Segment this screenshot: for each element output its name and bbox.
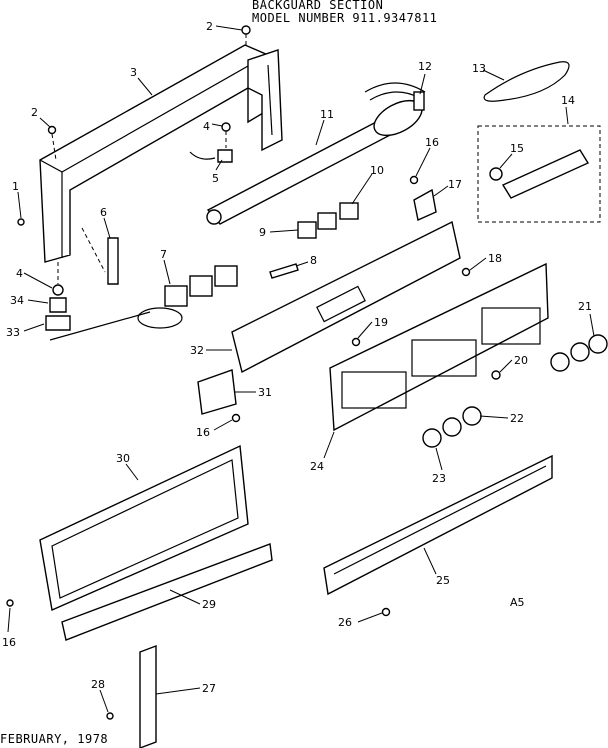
callout-31: 31 (258, 386, 272, 399)
callout-5: 5 (212, 172, 219, 185)
screw-19 (351, 337, 361, 347)
knobs-21 (550, 334, 608, 372)
strip-25 (323, 454, 553, 596)
callout-16: 16 (425, 136, 439, 149)
callout-14: 14 (561, 94, 575, 107)
callout-1: 1 (12, 180, 19, 193)
lamp-assembly (206, 82, 426, 225)
callout-11: 11 (320, 108, 334, 121)
callout-32: 32 (190, 344, 204, 357)
callout-15: 15 (510, 142, 524, 155)
revision-date: FEBRUARY, 1978 (0, 732, 109, 746)
callout-29: 29 (202, 598, 216, 611)
callout-21: 21 (578, 300, 592, 313)
screw-18 (461, 267, 471, 277)
callout-17: 17 (448, 178, 462, 191)
leader-lines (7, 25, 595, 713)
callout-2: 2 (206, 20, 213, 33)
knobs-22-23 (422, 406, 482, 448)
callout-23: 23 (432, 472, 446, 485)
screw-1 (17, 218, 25, 226)
callout-13: 13 (472, 62, 486, 75)
clip-5 (217, 149, 233, 163)
callout-34: 34 (10, 294, 24, 307)
screw-26 (381, 607, 391, 617)
callout-22: 22 (510, 412, 524, 425)
section-title: BACKGUARD SECTION (252, 0, 384, 12)
callout-19: 19 (374, 316, 388, 329)
callout-26: 26 (338, 616, 352, 629)
trim-29 (61, 543, 273, 641)
switches-9 (297, 202, 359, 239)
timer-box (477, 125, 601, 223)
callout-20: 20 (514, 354, 528, 367)
callout-9: 9 (259, 226, 266, 239)
callout-7: 7 (160, 248, 167, 261)
screw-28 (106, 712, 114, 720)
callout-10: 10 (370, 164, 384, 177)
screw-16-mid (231, 413, 241, 423)
bracket-27 (139, 644, 157, 748)
diagram-code: A5 (510, 596, 525, 609)
bracket-17 (413, 188, 437, 221)
callout-25: 25 (436, 574, 450, 587)
screw-2-left (47, 125, 57, 135)
callout-labels: 2 2 3 4 5 1 6 7 8 9 10 11 12 13 14 15 16… (2, 20, 592, 695)
callout-6: 6 (100, 206, 107, 219)
screw-16-top (409, 175, 419, 185)
switch-block-7 (49, 265, 238, 341)
callout-33: 33 (6, 326, 20, 339)
callout-28: 28 (91, 678, 105, 691)
callout-30: 30 (116, 452, 130, 465)
callout-16: 16 (2, 636, 16, 649)
wire-13 (483, 61, 570, 102)
control-panel-32 (231, 220, 461, 374)
callout-16: 16 (196, 426, 210, 439)
washer-4-left (52, 284, 64, 296)
callout-4: 4 (203, 120, 210, 133)
callout-8: 8 (310, 254, 317, 267)
screw-16-lower (6, 599, 14, 607)
clip-34 (49, 297, 67, 313)
plate-31 (197, 369, 237, 415)
callout-3: 3 (130, 66, 137, 79)
bracket-6 (107, 237, 119, 285)
front-panel-24 (329, 262, 549, 432)
pin-8 (269, 263, 299, 279)
callout-27: 27 (202, 682, 216, 695)
washer-4-top (221, 122, 231, 132)
rear-panel-30 (39, 444, 249, 612)
callout-24: 24 (310, 460, 324, 473)
screw-2-top (241, 25, 251, 35)
model-number: MODEL NUMBER 911.9347811 (252, 11, 438, 25)
backguard-frame (39, 44, 283, 263)
nut-20 (491, 370, 501, 380)
connector-33 (45, 315, 71, 331)
callout-18: 18 (488, 252, 502, 265)
callout-12: 12 (418, 60, 432, 73)
callout-2: 2 (31, 106, 38, 119)
callout-4: 4 (16, 267, 23, 280)
